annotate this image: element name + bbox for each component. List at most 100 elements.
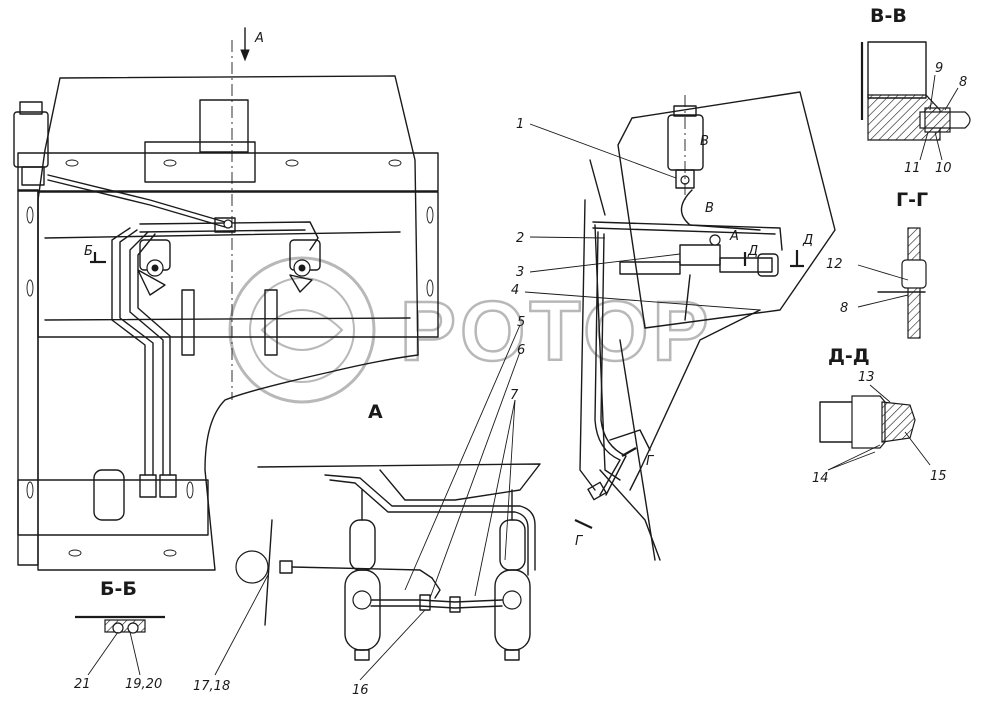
cut-mark-g2: Г (575, 534, 584, 549)
callout-6: 6 (517, 343, 525, 358)
callout-21: 21 (74, 677, 91, 692)
callout-11: 11 (904, 161, 921, 176)
post-right (264, 289, 278, 356)
reservoir-cap (19, 101, 43, 115)
side-view-reservoir (667, 114, 704, 171)
connector-2 (159, 474, 177, 498)
section-b-b-title: Б-Б (100, 578, 137, 600)
tube-down-4 (137, 233, 171, 476)
cross-member-top (17, 152, 439, 192)
side-view-nozzle-tip (757, 253, 779, 277)
cross-member-bottom (17, 479, 209, 536)
side-view-nozzle-body (679, 244, 721, 266)
manifold-bottom (139, 229, 306, 233)
leader-7b (504, 399, 516, 561)
cut-mark-b: Б (84, 244, 93, 259)
callout-10: 10 (935, 161, 952, 176)
leader-3 (529, 253, 681, 273)
leader-15 (904, 431, 931, 466)
hose-main-2 (47, 179, 226, 228)
wiper-motor (235, 550, 269, 584)
side-view-rail-2 (599, 469, 661, 561)
cut-line-g1 (621, 447, 637, 457)
section-v-v-tube (867, 41, 927, 99)
callout-4: 4 (511, 283, 519, 298)
cab-outline (37, 75, 419, 571)
cut-mark-g1: Г (646, 454, 655, 469)
side-view-fitting (587, 481, 607, 501)
bottom-nozzle-right (494, 489, 531, 661)
leader-16 (359, 609, 426, 681)
section-d-d: Д-Д 13 14 15 (812, 345, 947, 486)
callout-14: 14 (812, 471, 829, 486)
section-d-d-body (851, 395, 886, 449)
leader-4 (524, 291, 761, 311)
view-a-title: А (368, 401, 383, 423)
callout-3: 3 (516, 265, 524, 280)
view-arrow-a-head (240, 49, 250, 62)
tube-down-2 (119, 229, 154, 476)
callout-19-20: 19,20 (125, 677, 162, 692)
nozzle-left (137, 239, 171, 296)
callout-8b: 8 (840, 301, 848, 316)
nozzle-right (289, 239, 321, 293)
tube-down-3 (129, 231, 164, 476)
leader-21 (87, 631, 119, 676)
leader-13 (869, 384, 891, 403)
section-d-d-cap (881, 401, 916, 443)
side-view-hose (592, 221, 783, 251)
side-view-bracket (609, 429, 651, 451)
cut-mark-d1: Д (802, 233, 813, 248)
side-view-windshield (617, 91, 836, 329)
center-block (144, 141, 256, 183)
watermark: POTOP (228, 256, 710, 404)
leader-8b (857, 294, 909, 308)
section-d-d-title: Д-Д (828, 345, 870, 367)
section-b-b-clip (104, 619, 146, 633)
hose-main (47, 174, 226, 223)
grommet (93, 469, 125, 521)
section-g-g-title: Г-Г (896, 189, 928, 211)
frame-panel (37, 191, 439, 338)
side-view-strut (589, 159, 606, 216)
section-g-g-clip (901, 259, 927, 289)
cut-mark-v2: В (705, 201, 714, 216)
side-rail-left (17, 189, 39, 566)
view-arrow-a-label: А (254, 31, 264, 46)
bottom-view-panel (257, 463, 541, 501)
leader-6 (429, 351, 521, 599)
mounting-holes (26, 159, 434, 557)
main-plan-view: А (13, 27, 439, 571)
center-bracket (199, 99, 249, 153)
tube-down-1 (111, 227, 146, 476)
side-view-rail (619, 339, 656, 561)
callout-9: 9 (935, 61, 943, 76)
frame-inner-line-2 (44, 317, 411, 321)
callout-1: 1 (516, 117, 524, 132)
callout-8a: 8 (959, 75, 967, 90)
callout-17-18: 17,18 (193, 679, 230, 694)
leader-8a (944, 87, 959, 111)
wiper-coupling (279, 560, 293, 574)
side-view-down-tube-2 (600, 233, 627, 496)
bottom-crossbar-2 (370, 605, 503, 609)
leader-12 (857, 264, 909, 281)
leader-19-20 (129, 631, 141, 676)
bottom-view-tube-2 (329, 479, 529, 576)
leader-17-18 (214, 574, 269, 676)
side-view-nozzle-arm (619, 261, 681, 275)
post-left (181, 289, 195, 356)
section-b-b: Б-Б 21 19,20 (74, 578, 165, 692)
callout-16: 16 (352, 683, 369, 698)
callout-12: 12 (826, 257, 843, 272)
bottom-fitting-1 (419, 594, 431, 611)
tee-fitting (214, 217, 236, 233)
side-view-hose-2 (592, 227, 776, 235)
leader-5 (404, 324, 521, 591)
cut-line-g2 (574, 519, 593, 529)
section-d-d-tube (819, 401, 856, 443)
leader-14 (827, 444, 881, 471)
side-view-down-tube (594, 231, 621, 496)
section-g-g: Г-Г 12 8 (826, 189, 928, 339)
